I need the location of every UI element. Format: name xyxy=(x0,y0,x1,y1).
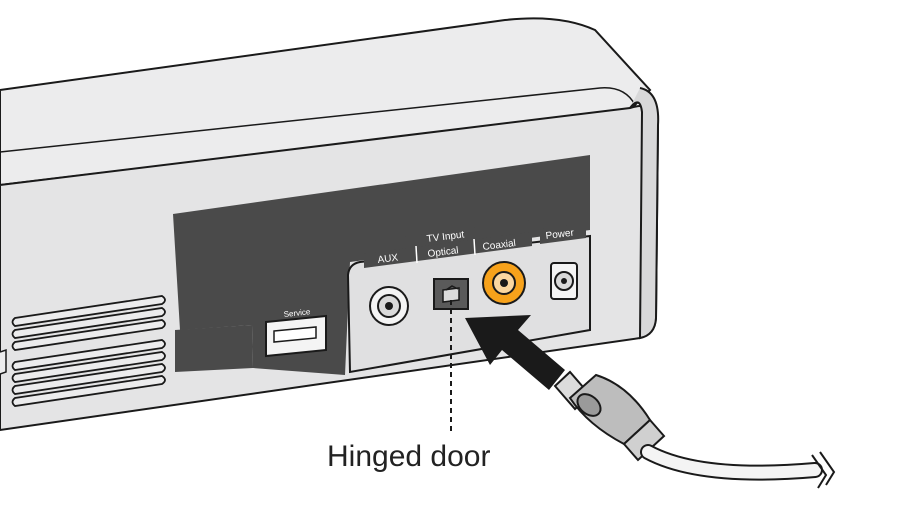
optical-label: Optical xyxy=(427,245,459,260)
service-label: Service xyxy=(283,307,311,319)
hinged-door-callout: Hinged door xyxy=(327,440,490,473)
power-label: Power xyxy=(545,228,575,242)
left-edge-feature xyxy=(0,348,7,375)
rear-panel-lower xyxy=(175,325,253,372)
insert-arrow-icon xyxy=(465,315,565,390)
coaxial-label: Coaxial xyxy=(482,238,516,253)
aux-label: AUX xyxy=(377,253,399,266)
label-strip xyxy=(364,220,586,268)
service-port[interactable] xyxy=(265,314,327,358)
soundbar-top-edge xyxy=(0,87,636,153)
vent-slots xyxy=(11,295,166,407)
aux-jack-icon[interactable] xyxy=(369,286,409,326)
power-jack-icon[interactable] xyxy=(550,262,578,300)
tv-input-label: TV Input xyxy=(426,229,465,245)
soundbar-end-cap xyxy=(629,87,660,340)
optical-cable-icon[interactable] xyxy=(553,370,836,489)
coaxial-jack-icon[interactable] xyxy=(482,261,526,305)
